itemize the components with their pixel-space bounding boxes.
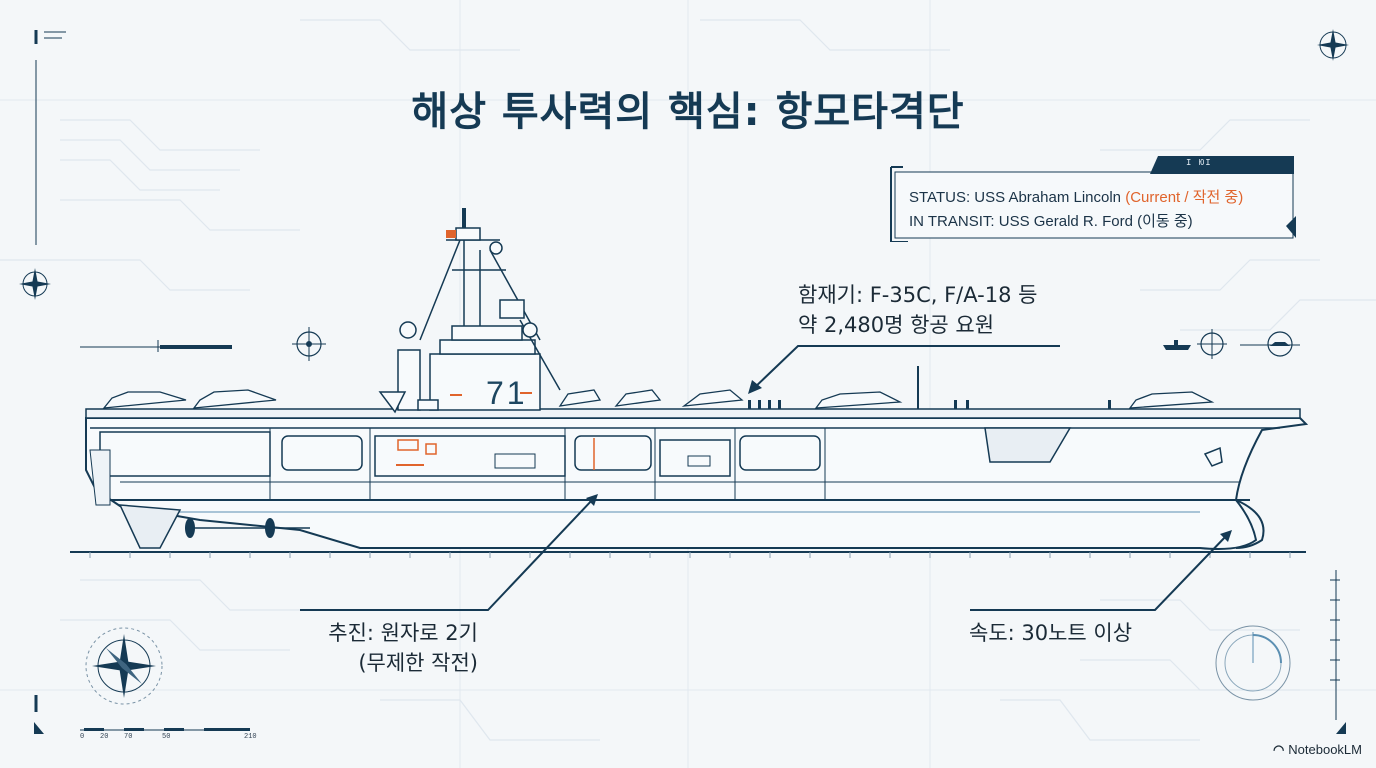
callout-propulsion-line2: (무제한 작전) <box>358 651 478 675</box>
callout-leaders <box>300 345 1229 611</box>
callout-aircraft: 함재기: F-35C, F/A-18 등 약 2,480명 항공 요원 <box>798 280 1037 340</box>
ship-silhouette-icon <box>1163 340 1191 350</box>
target-reticle-icon <box>1267 331 1293 357</box>
compass-rose-icon <box>19 268 51 300</box>
page-title: 해상 투사력의 핵심: 항모타격단 <box>411 88 965 135</box>
aircraft-group <box>102 389 1215 409</box>
status-current: STATUS: USS Abraham Lincoln (Current / 작… <box>909 186 1243 207</box>
callout-speed-line1: 속도: 30노트 이상 <box>969 621 1133 645</box>
status-current-tag: (Current / 작전 중) <box>1125 189 1244 206</box>
status-panel-frame <box>890 156 1296 242</box>
scale-label: 0 <box>80 733 85 741</box>
callout-propulsion: 추진: 원자로 2기 (무제한 작전) <box>312 618 478 678</box>
brand: ◠NotebookLM <box>1273 742 1362 758</box>
target-reticle-icon <box>292 327 326 361</box>
deck-crew <box>748 400 1111 409</box>
compass-rose-icon <box>1317 29 1349 61</box>
scale-label: 20 <box>100 733 109 741</box>
compass-rose-icon <box>85 627 163 705</box>
scale-label: 210 <box>244 733 257 741</box>
target-reticle-icon <box>1197 329 1227 359</box>
flag <box>446 230 456 238</box>
hull-number: 71 <box>486 375 528 411</box>
island <box>378 325 541 414</box>
callout-propulsion-line1: 추진: 원자로 2기 <box>328 621 478 645</box>
arrowhead <box>1220 530 1232 542</box>
radar-dial-icon <box>1215 625 1291 701</box>
callout-aircraft-line2: 약 2,480명 항공 요원 <box>798 313 995 337</box>
callout-aircraft-line1: 함재기: F-35C, F/A-18 등 <box>798 283 1038 307</box>
arrowhead <box>586 494 598 506</box>
callout-speed: 속도: 30노트 이상 <box>969 618 1132 648</box>
status-current-label: STATUS: USS Abraham Lincoln <box>909 189 1126 206</box>
flight-deck <box>85 408 1301 419</box>
ruler-ticks <box>89 552 1291 558</box>
arrowhead <box>748 380 762 394</box>
brand-name: NotebookLM <box>1288 742 1362 757</box>
status-in-transit: IN TRANSIT: USS Gerald R. Ford (이동 중) <box>909 213 1193 230</box>
hangar-bays <box>99 431 821 477</box>
scale-label: 70 <box>124 733 133 741</box>
status-panel: STATUS: USS Abraham Lincoln (Current / 작… <box>895 172 1295 240</box>
scale-label: 50 <box>162 733 171 741</box>
notebooklm-logo-icon: ◠ <box>1272 742 1285 757</box>
status-panel-code: I ЮI <box>1186 158 1212 168</box>
